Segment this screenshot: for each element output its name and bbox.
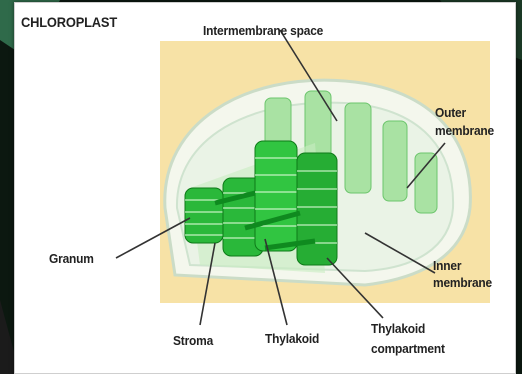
label-intermembrane-space: Intermembrane space <box>203 23 323 38</box>
diagram-title: CHLOROPLAST <box>21 15 117 30</box>
diagram-card: CHLOROPLAST Intermembrane space Outer me… <box>14 2 516 374</box>
label-thylakoid: Thylakoid <box>265 331 319 346</box>
label-stroma: Stroma <box>173 333 213 348</box>
label-outer-membrane-line2: membrane <box>435 123 494 138</box>
label-thylakoid-compartment-line2: compartment <box>371 341 445 356</box>
label-outer-membrane-line1: Outer <box>435 105 466 120</box>
label-inner-membrane-line2: membrane <box>433 275 492 290</box>
label-thylakoid-compartment-line1: Thylakoid <box>371 321 425 336</box>
label-granum: Granum <box>49 251 94 266</box>
chloroplast-illustration <box>15 3 515 373</box>
label-inner-membrane-line1: Inner <box>433 258 461 273</box>
